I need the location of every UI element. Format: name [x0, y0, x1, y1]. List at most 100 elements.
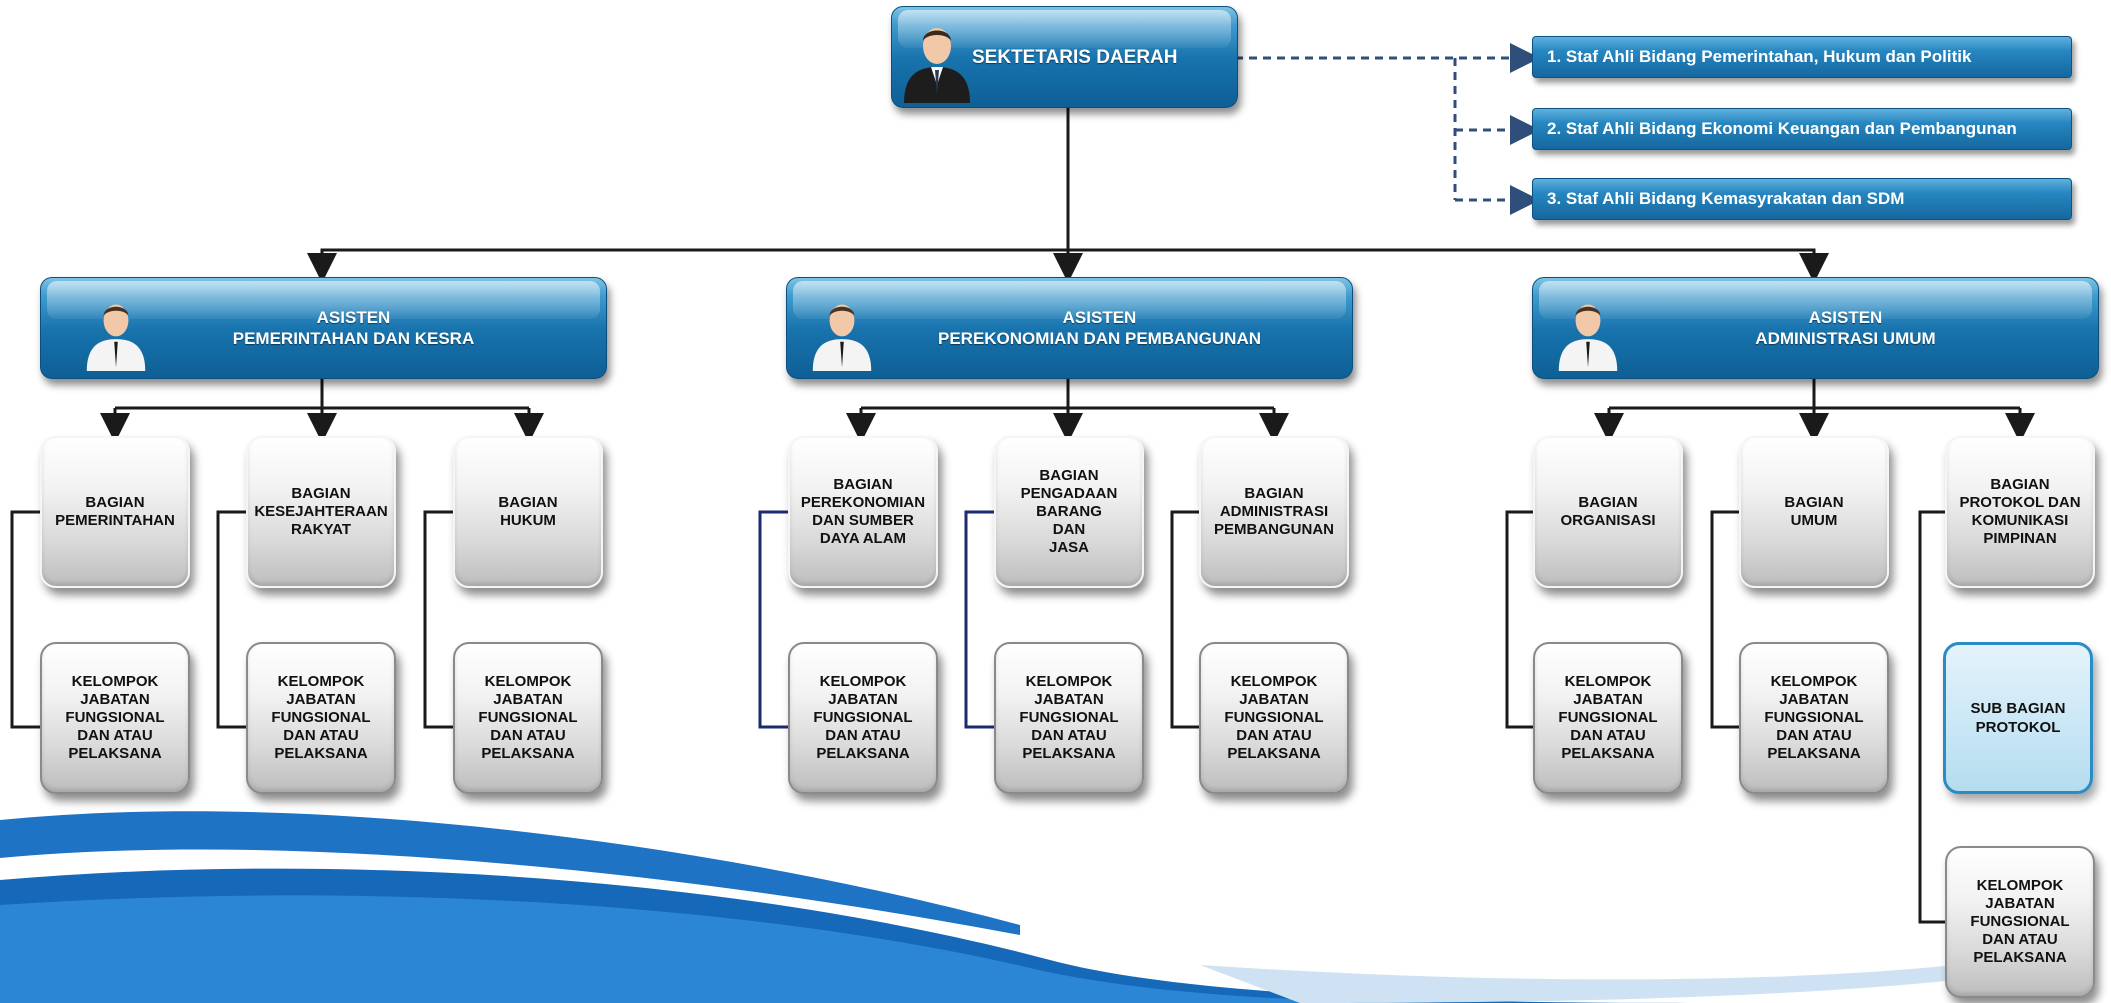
kelompok-box[interactable]: KELOMPOK JABATAN FUNGSIONAL DAN ATAU PEL… [453, 642, 603, 794]
kelompok-label-line: JABATAN [1239, 691, 1309, 708]
kelompok-label-line: PELAKSANA [1973, 949, 2067, 966]
bagian-label-line: BAGIAN [1990, 476, 2050, 493]
kelompok-label-line: PELAKSANA [481, 745, 575, 762]
kelompok-label-line: FUNGSIONAL [1764, 709, 1864, 726]
kelompok-label-line: PELAKSANA [816, 745, 910, 762]
kelompok-box[interactable]: KELOMPOK JABATAN FUNGSIONAL DAN ATAU PEL… [1739, 642, 1889, 794]
head-box-sekretaris-daerah[interactable]: SEKTETARIS DAERAH [891, 6, 1238, 108]
bagian-label-line: JASA [1048, 539, 1089, 556]
bagian-box-pemerintahan[interactable]: BAGIAN PEMERINTAHAN [40, 436, 190, 588]
kelompok-label-line: KELOMPOK [1770, 673, 1858, 690]
assistant-line1: ASISTEN [316, 308, 391, 327]
assistant-line1: ASISTEN [1062, 308, 1137, 327]
assistant-box-pemerintahan[interactable]: ASISTEN PEMERINTAHAN DAN KESRA [40, 277, 607, 379]
bagian-label-line: DAYA ALAM [819, 530, 907, 547]
kelompok-label-line: FUNGSIONAL [1019, 709, 1119, 726]
assistant-box-perekonomian[interactable]: ASISTEN PEREKONOMIAN DAN PEMBANGUNAN [786, 277, 1353, 379]
person-icon [86, 304, 146, 371]
kelompok-box[interactable]: KELOMPOK JABATAN FUNGSIONAL DAN ATAU PEL… [994, 642, 1144, 794]
bagian-label-line: DAN SUMBER [812, 512, 914, 529]
kelompok-label-line: KELOMPOK [819, 673, 907, 690]
staff-label: 1. Staf Ahli Bidang Pemerintahan, Hukum … [1547, 47, 1972, 66]
bagian-box-organisasi[interactable]: BAGIAN ORGANISASI [1533, 436, 1683, 588]
kelompok-label-line: DAN ATAU [825, 727, 901, 744]
assistant-line2: ADMINISTRASI UMUM [1755, 329, 1936, 348]
kelompok-label-line: PELAKSANA [1227, 745, 1321, 762]
kelompok-box[interactable]: KELOMPOK JABATAN FUNGSIONAL DAN ATAU PEL… [246, 642, 396, 794]
bagian-box-perekonomian[interactable]: BAGIAN PEREKONOMIAN DAN SUMBER DAYA ALAM [788, 436, 938, 588]
bagian-label-line: BAGIAN [1039, 467, 1099, 484]
bagian-label-line: HUKUM [500, 512, 556, 529]
kelompok-label-line: DAN ATAU [1982, 931, 2058, 948]
kelompok-box[interactable]: KELOMPOK JABATAN FUNGSIONAL DAN ATAU PEL… [1945, 846, 2095, 998]
bagian-label-line: PROTOKOL DAN [1959, 494, 2081, 511]
assistant-line1: ASISTEN [1808, 308, 1883, 327]
person-icon [904, 28, 970, 103]
kelompok-label-line: JABATAN [1985, 895, 2055, 912]
kelompok-label-line: JABATAN [828, 691, 898, 708]
kelompok-label-line: JABATAN [80, 691, 150, 708]
assistant-box-administrasi[interactable]: ASISTEN ADMINISTRASI UMUM [1532, 277, 2099, 379]
kelompok-label-line: FUNGSIONAL [478, 709, 578, 726]
kelompok-box[interactable]: KELOMPOK JABATAN FUNGSIONAL DAN ATAU PEL… [1533, 642, 1683, 794]
bagian-box-protokol[interactable]: BAGIAN PROTOKOL DAN KOMUNIKASI PIMPINAN [1945, 436, 2095, 588]
bagian-box-pengadaan[interactable]: BAGIAN PENGADAAN BARANG DAN JASA [994, 436, 1144, 588]
kelompok-label-line: KELOMPOK [1976, 877, 2064, 894]
kelompok-label-line: KELOMPOK [1564, 673, 1652, 690]
bagian-label-line: PEREKONOMIAN [800, 494, 926, 511]
assistant-line2: PEMERINTAHAN DAN KESRA [232, 329, 475, 348]
kelompok-label-line: PELAKSANA [68, 745, 162, 762]
kelompok-label-line: FUNGSIONAL [65, 709, 165, 726]
kelompok-label-line: DAN ATAU [490, 727, 566, 744]
bagian-label-line: PIMPINAN [1983, 530, 2057, 547]
bagian-label-line: RAKYAT [290, 521, 351, 538]
kelompok-label-line: DAN ATAU [1031, 727, 1107, 744]
bagian-label-line: PENGADAAN [1020, 485, 1118, 502]
kelompok-label-line: PELAKSANA [274, 745, 368, 762]
bagian-label-line: UMUM [1790, 512, 1838, 529]
kelompok-label-line: KELOMPOK [1230, 673, 1318, 690]
person-icon [812, 304, 872, 371]
bagian-box-umum[interactable]: BAGIAN UMUM [1739, 436, 1889, 588]
staff-box-1[interactable]: 1. Staf Ahli Bidang Pemerintahan, Hukum … [1532, 36, 2072, 78]
bagian-box-hukum[interactable]: BAGIAN HUKUM [453, 436, 603, 588]
kelompok-label-line: FUNGSIONAL [1558, 709, 1658, 726]
kelompok-label-line: DAN ATAU [1236, 727, 1312, 744]
staff-box-3[interactable]: 3. Staf Ahli Bidang Kemasyrakatan dan SD… [1532, 178, 2072, 220]
bagian-label-line: DAN [1052, 521, 1086, 538]
sub-bagian-protokol-box[interactable]: SUB BAGIAN PROTOKOL [1943, 642, 2093, 794]
kelompok-label-line: JABATAN [493, 691, 563, 708]
staff-label: 2. Staf Ahli Bidang Ekonomi Keuangan dan… [1547, 119, 2017, 138]
kelompok-label-line: FUNGSIONAL [1224, 709, 1324, 726]
kelompok-label-line: DAN ATAU [1776, 727, 1852, 744]
bagian-label-line: BAGIAN [498, 494, 558, 511]
bagian-label-line: ORGANISASI [1560, 512, 1656, 529]
kelompok-label-line: PELAKSANA [1767, 745, 1861, 762]
kelompok-label-line: KELOMPOK [484, 673, 572, 690]
staff-box-2[interactable]: 2. Staf Ahli Bidang Ekonomi Keuangan dan… [1532, 108, 2072, 150]
bagian-label-line: KESEJAHTERAAN [254, 503, 388, 520]
bagian-label-line: BAGIAN [291, 485, 351, 502]
staff-label: 3. Staf Ahli Bidang Kemasyrakatan dan SD… [1547, 189, 1905, 208]
kelompok-label-line: FUNGSIONAL [813, 709, 913, 726]
kelompok-box[interactable]: KELOMPOK JABATAN FUNGSIONAL DAN ATAU PEL… [788, 642, 938, 794]
bagian-label-line: BARANG [1036, 503, 1102, 520]
kelompok-label-line: PELAKSANA [1022, 745, 1116, 762]
kelompok-label-line: DAN ATAU [77, 727, 153, 744]
kelompok-label-line: JABATAN [1573, 691, 1643, 708]
kelompok-box[interactable]: KELOMPOK JABATAN FUNGSIONAL DAN ATAU PEL… [1199, 642, 1349, 794]
bagian-label-line: PEMBANGUNAN [1214, 521, 1334, 538]
bagian-label-line: BAGIAN [1784, 494, 1844, 511]
kelompok-box[interactable]: KELOMPOK JABATAN FUNGSIONAL DAN ATAU PEL… [40, 642, 190, 794]
bagian-label-line: BAGIAN [833, 476, 893, 493]
head-title: SEKTETARIS DAERAH [972, 46, 1178, 68]
bagian-box-administrasi-pembangunan[interactable]: BAGIAN ADMINISTRASI PEMBANGUNAN [1199, 436, 1349, 588]
kelompok-label-line: KELOMPOK [71, 673, 159, 690]
kelompok-label-line: JABATAN [286, 691, 356, 708]
kelompok-label-line: JABATAN [1779, 691, 1849, 708]
bagian-label-line: PEMERINTAHAN [55, 512, 175, 529]
kelompok-label-line: JABATAN [1034, 691, 1104, 708]
bagian-box-kesejahteraan-rakyat[interactable]: BAGIAN KESEJAHTERAAN RAKYAT [246, 436, 396, 588]
